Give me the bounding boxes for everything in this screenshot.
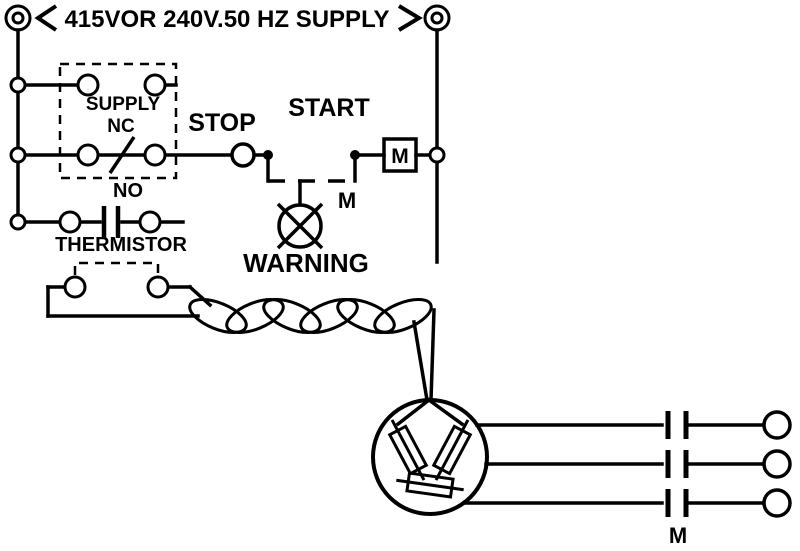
plug-contacts xyxy=(63,275,170,299)
motor-winding-bottom xyxy=(396,471,464,499)
motor xyxy=(371,398,489,516)
warning-lamp-icon xyxy=(276,202,324,250)
stop-label: STOP xyxy=(188,109,256,137)
right-supply-terminal-icon xyxy=(423,4,451,32)
output-terminals xyxy=(762,410,792,518)
right-arrow-icon xyxy=(397,4,423,32)
start-button xyxy=(263,150,360,160)
warning-label: WARNING xyxy=(243,248,369,278)
plug-linkage xyxy=(73,261,160,275)
left-supply-terminal-icon xyxy=(4,4,32,32)
contactor-coil-label: M xyxy=(391,145,409,168)
thermistor-contact xyxy=(58,206,162,238)
supply-header: 415VOR 240V.50 HZ SUPPLY xyxy=(4,4,451,33)
contactor-coil: M xyxy=(382,137,418,173)
left-arrow-icon xyxy=(34,4,58,32)
coil-rail-terminal xyxy=(428,146,446,164)
isolator-supply-pole xyxy=(76,73,167,97)
motor-winding-left xyxy=(387,419,429,481)
isolator-enclosure xyxy=(58,62,178,180)
start-label: START xyxy=(288,94,369,122)
main-contacts-label: M xyxy=(669,523,687,548)
stop-button xyxy=(230,142,256,168)
isolator-nc-pole xyxy=(76,136,167,174)
hold-contact-label: M xyxy=(338,188,356,213)
supply-pole-label: SUPPLY xyxy=(86,94,161,115)
nc-contact-slash xyxy=(108,136,136,174)
nc-label: NC xyxy=(107,116,135,137)
supply-title: 415VOR 240V.50 HZ SUPPLY xyxy=(64,6,389,33)
flexible-cable xyxy=(188,298,433,334)
left-rail-terminals xyxy=(9,76,27,231)
no-label: NO xyxy=(113,180,143,202)
main-contacts xyxy=(665,411,689,517)
motor-winding-right xyxy=(431,419,473,481)
thermistor-label: THERMISTOR xyxy=(55,234,187,256)
